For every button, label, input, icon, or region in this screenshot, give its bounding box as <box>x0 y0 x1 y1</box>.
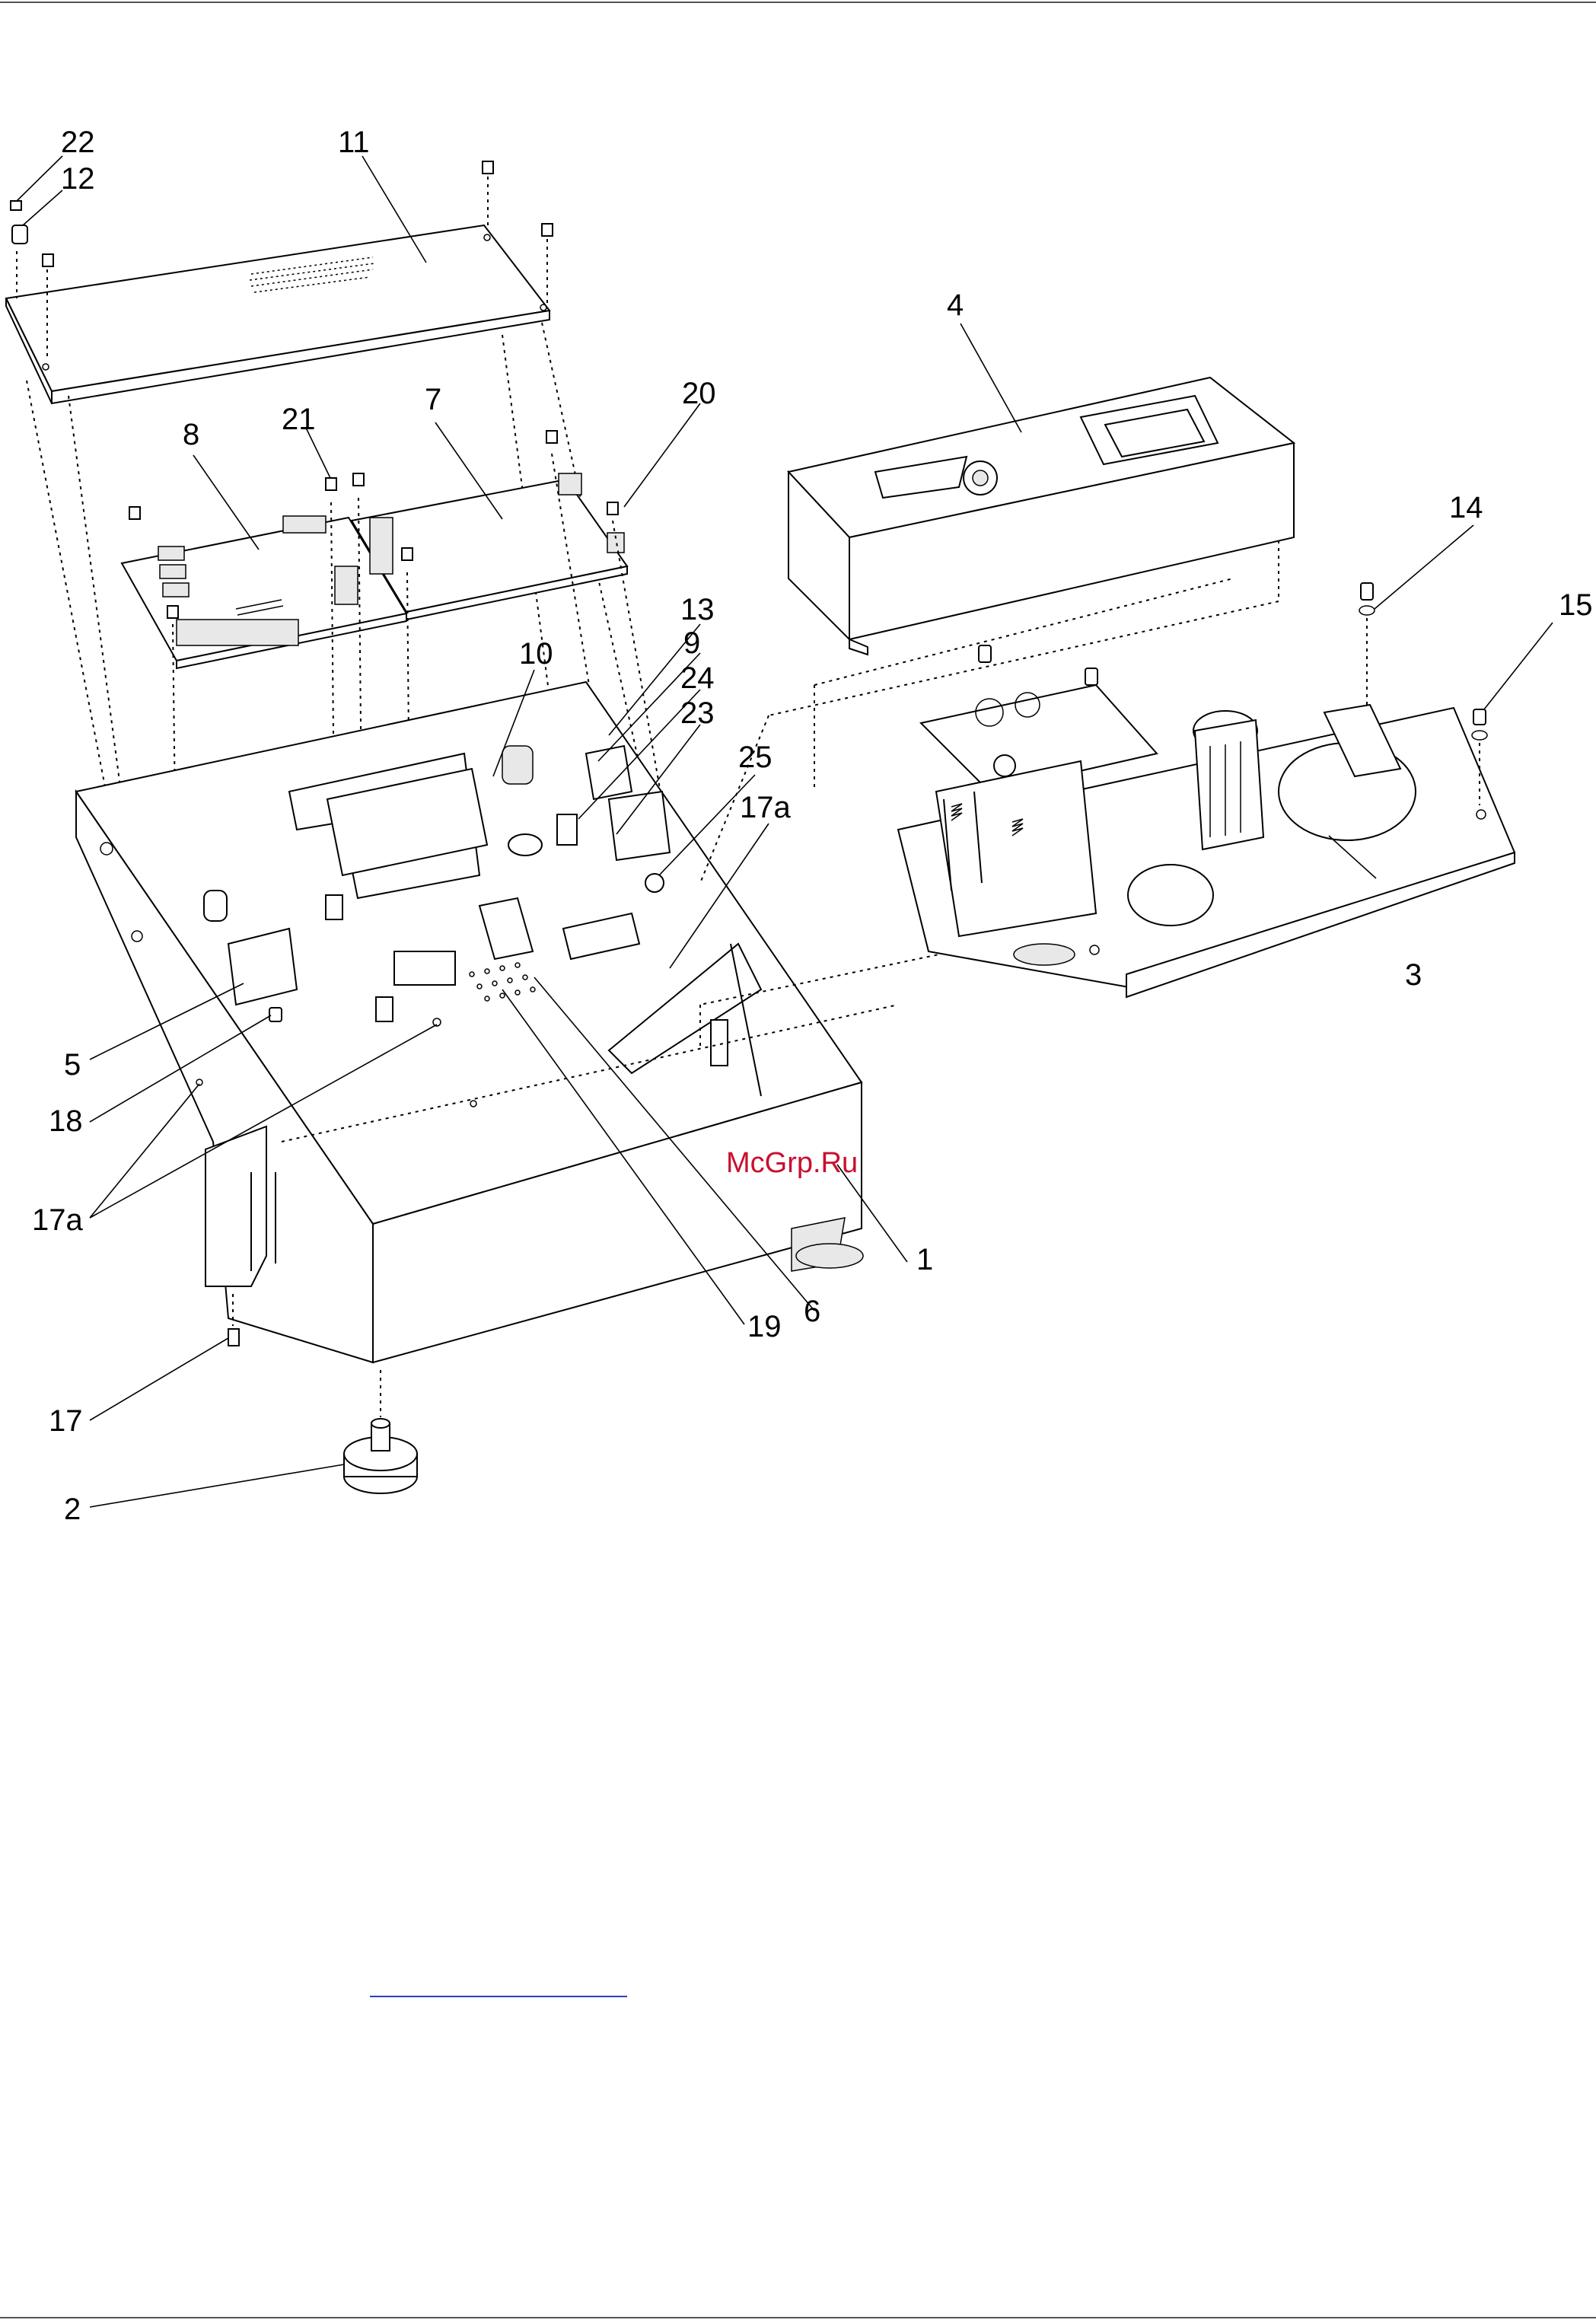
printer-cover-part <box>788 378 1294 655</box>
callout-22: 22 <box>61 126 95 159</box>
callout-21: 21 <box>282 403 316 436</box>
callout-20: 20 <box>682 377 716 410</box>
callout-7: 7 <box>425 383 441 416</box>
callout-17a-lower: 17a <box>32 1203 83 1237</box>
hyperlink-underline[interactable] <box>370 1996 627 1997</box>
callout-23: 23 <box>680 696 715 730</box>
callout-14: 14 <box>1449 491 1483 524</box>
watermark-text: McGrp.Ru <box>726 1147 858 1179</box>
top-cover-part <box>6 225 550 403</box>
print-mechanism-part <box>898 685 1515 997</box>
callout-2: 2 <box>64 1493 81 1526</box>
callout-18: 18 <box>49 1104 83 1138</box>
callout-5: 5 <box>64 1048 81 1082</box>
callout-11: 11 <box>338 126 370 159</box>
callout-1: 1 <box>916 1243 933 1276</box>
callout-10: 10 <box>519 637 553 671</box>
callout-15: 15 <box>1559 588 1593 622</box>
callout-12: 12 <box>61 162 95 196</box>
callout-8: 8 <box>183 418 199 451</box>
callout-24: 24 <box>680 661 715 695</box>
callout-17a-upper: 17a <box>740 791 791 824</box>
callout-6: 6 <box>804 1295 820 1328</box>
callout-3: 3 <box>1405 958 1422 992</box>
callout-17: 17 <box>49 1404 83 1438</box>
callout-19: 19 <box>747 1310 782 1343</box>
callout-13: 13 <box>680 593 715 626</box>
callout-4: 4 <box>947 288 964 322</box>
callout-25: 25 <box>738 741 773 774</box>
callout-9: 9 <box>683 626 700 660</box>
